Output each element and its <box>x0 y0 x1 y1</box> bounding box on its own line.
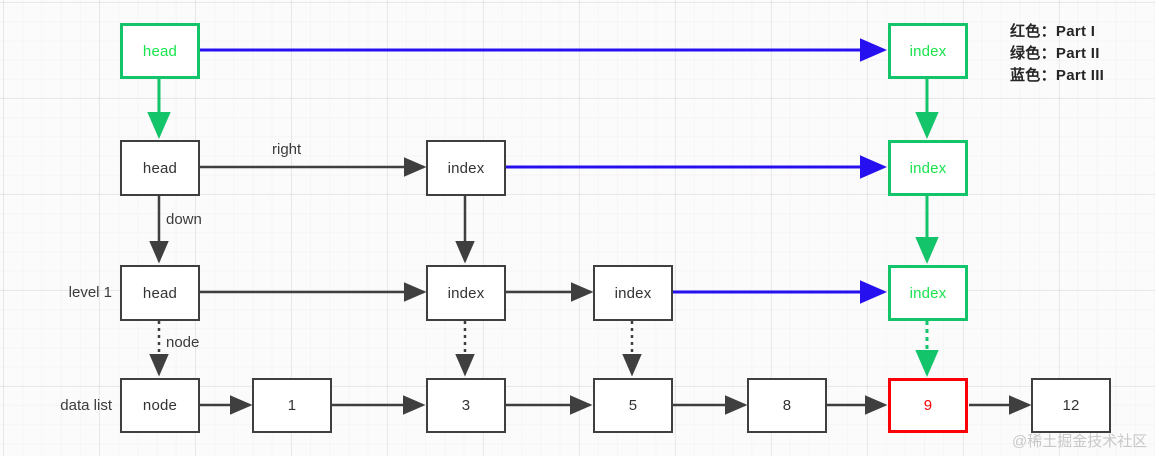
node-data-1[interactable]: 1 <box>252 378 332 433</box>
node-label: index <box>909 42 947 60</box>
node-label: index <box>447 284 485 302</box>
node-index-level3[interactable]: index <box>426 140 506 196</box>
edge-label-right: right <box>272 141 302 158</box>
node-label: index <box>447 159 485 177</box>
node-index1-level1[interactable]: index <box>426 265 506 321</box>
node-label: head <box>142 159 178 177</box>
node-data-3[interactable]: 3 <box>426 378 506 433</box>
side-label-level-1: level 1 <box>68 284 112 301</box>
node-label: 1 <box>287 397 297 414</box>
node-data-9[interactable]: 9 <box>888 378 968 433</box>
node-label: 3 <box>461 397 471 414</box>
edge-label-down: down <box>166 211 202 228</box>
node-index-top[interactable]: index <box>888 23 968 79</box>
node-label: head <box>142 42 178 60</box>
side-label-data-list: data list <box>60 397 112 414</box>
node-data-12[interactable]: 12 <box>1031 378 1111 433</box>
node-head-top[interactable]: head <box>120 23 200 79</box>
node-data-8[interactable]: 8 <box>747 378 827 433</box>
node-label: node <box>142 397 178 414</box>
node-label: 9 <box>923 397 933 414</box>
node-index2-level1[interactable]: index <box>593 265 673 321</box>
node-label: head <box>142 284 178 302</box>
node-label: index <box>614 284 652 302</box>
node-label: 8 <box>782 397 792 414</box>
node-index-green-level1[interactable]: index <box>888 265 968 321</box>
node-head-level1[interactable]: head <box>120 265 200 321</box>
legend-item-green: 绿色：Part II <box>1010 45 1100 62</box>
node-label: index <box>909 284 947 302</box>
node-label: index <box>909 159 947 177</box>
legend-item-blue: 蓝色：Part III <box>1010 67 1105 84</box>
legend-item-red: 红色：Part I <box>1010 23 1096 40</box>
node-data-5[interactable]: 5 <box>593 378 673 433</box>
node-data-node[interactable]: node <box>120 378 200 433</box>
node-label: 5 <box>628 397 638 414</box>
edge-label-node: node <box>166 334 200 351</box>
node-head-level3[interactable]: head <box>120 140 200 196</box>
watermark: @稀土掘金技术社区 <box>1012 433 1148 450</box>
node-index-green-level3[interactable]: index <box>888 140 968 196</box>
legend: 红色：Part I 绿色：Part II 蓝色：Part III <box>1010 21 1104 87</box>
node-label: 12 <box>1062 397 1080 414</box>
